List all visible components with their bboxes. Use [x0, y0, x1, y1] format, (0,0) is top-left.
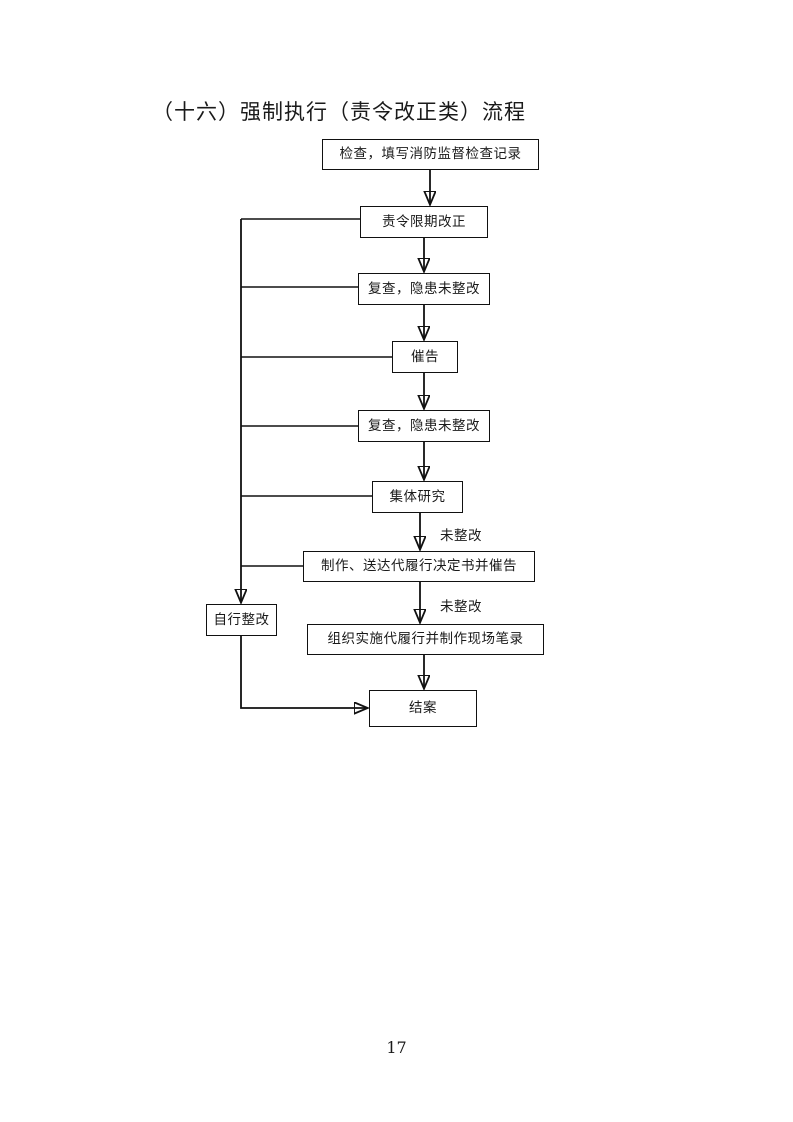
- node-label: 催告: [411, 348, 439, 365]
- edge-label-not-corrected-1: 未整改: [440, 528, 482, 544]
- node-label: 结案: [409, 700, 437, 717]
- node-label: 组织实施代履行并制作现场笔录: [327, 631, 524, 648]
- node-recheck-first[interactable]: 复查，隐患未整改: [358, 273, 490, 305]
- node-self-correction[interactable]: 自行整改: [206, 604, 277, 636]
- node-label: 责令限期改正: [382, 213, 466, 230]
- page-title: （十六）强制执行（责令改正类）流程: [152, 100, 526, 124]
- node-inspection-record[interactable]: 检查，填写消防监督检查记录: [322, 139, 539, 170]
- node-label: 复查，隐患未整改: [368, 417, 480, 434]
- node-case-closed[interactable]: 结案: [369, 690, 477, 727]
- node-label: 复查，隐患未整改: [368, 280, 480, 297]
- node-collective-study[interactable]: 集体研究: [372, 481, 463, 513]
- node-label: 检查，填写消防监督检查记录: [339, 146, 522, 163]
- node-label: 制作、送达代履行决定书并催告: [321, 558, 517, 575]
- node-order-to-correct[interactable]: 责令限期改正: [360, 206, 488, 238]
- node-label: 集体研究: [389, 488, 446, 505]
- node-execute-substitute-performance[interactable]: 组织实施代履行并制作现场笔录: [307, 624, 544, 655]
- node-urge[interactable]: 催告: [392, 341, 458, 373]
- page-number: 17: [386, 1038, 407, 1057]
- node-label: 自行整改: [213, 611, 270, 628]
- node-recheck-second[interactable]: 复查，隐患未整改: [358, 410, 490, 442]
- edge-label-not-corrected-2: 未整改: [440, 599, 482, 615]
- node-issue-substitute-decision[interactable]: 制作、送达代履行决定书并催告: [303, 551, 535, 582]
